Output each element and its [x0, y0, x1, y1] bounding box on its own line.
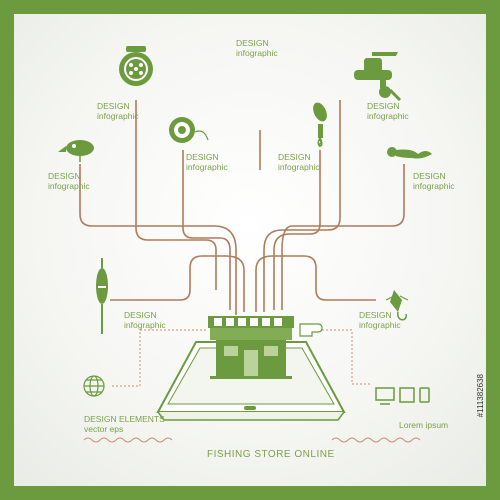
- pipe-network: [79, 100, 405, 315]
- label-reel-spinning: DESIGN infographic: [367, 101, 409, 121]
- fly-hook-icon: [385, 290, 409, 321]
- header-line2: infographic: [236, 48, 278, 58]
- label-fly: DESIGN infographic: [359, 310, 401, 330]
- spinning-reel-icon: [354, 52, 402, 102]
- label-reel-fly: DESIGN infographic: [97, 101, 139, 121]
- label-worm: DESIGN infographic: [413, 171, 455, 191]
- hand-pointer-icon: [299, 323, 323, 337]
- globe-icon: [83, 375, 105, 397]
- infographic-art: [58, 46, 432, 443]
- float-icon: [96, 258, 108, 334]
- design-elements-label: DESIGN ELEMENTS vector eps: [84, 414, 165, 434]
- store-icon: [208, 316, 294, 379]
- label-line-spool: DESIGN infographic: [186, 152, 228, 172]
- crankbait-icon: [58, 140, 94, 162]
- header-line1: DESIGN: [236, 38, 269, 48]
- footer-wave: [83, 437, 421, 443]
- devices-icon: [375, 387, 430, 405]
- header-label: DESIGN infographic: [236, 38, 278, 58]
- dashed-connectors: [112, 329, 370, 387]
- footer-title: FISHING STORE ONLINE: [207, 449, 335, 460]
- label-spinner: DESIGN infographic: [278, 152, 320, 172]
- label-float: DESIGN infographic: [124, 310, 166, 330]
- stock-id: #111382638: [476, 374, 485, 418]
- spinner-lure-icon: [313, 102, 327, 147]
- soft-worm-icon: [387, 147, 432, 159]
- fly-reel-icon: [119, 46, 153, 86]
- devices-caption: Lorem ipsum: [399, 420, 449, 430]
- label-lure: DESIGN infographic: [48, 171, 90, 191]
- line-spool-icon: [169, 117, 209, 143]
